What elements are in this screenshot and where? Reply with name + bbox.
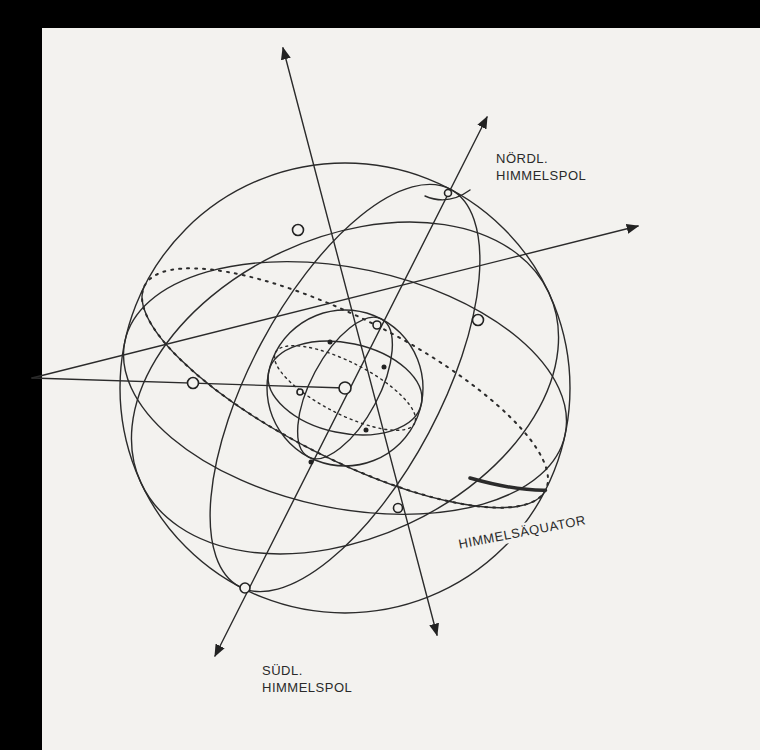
- inner-point: [382, 365, 387, 370]
- great-circle: [78, 157, 613, 619]
- intersection-point: [473, 315, 484, 326]
- inner-point: [364, 428, 369, 433]
- inner-circle: [259, 328, 430, 448]
- intersection-point: [394, 504, 403, 513]
- equator-back: [113, 223, 578, 552]
- axis: [32, 226, 638, 378]
- intersection-point: [297, 389, 303, 395]
- pole-arc: [425, 190, 470, 200]
- axis-label: SÜDL. HIMMELSPOL: [262, 662, 362, 696]
- axis: [215, 117, 487, 656]
- axis: [32, 378, 345, 388]
- inner-circle: [278, 303, 411, 473]
- paper: [42, 28, 760, 750]
- center-point: [339, 382, 351, 394]
- intersection-point: [293, 225, 304, 236]
- intersection-point: [240, 583, 250, 593]
- north-pole-point: [445, 190, 452, 197]
- inner-sphere: [267, 310, 423, 466]
- intersection-point: [188, 378, 199, 389]
- inner-point: [309, 460, 314, 465]
- inner-point: [328, 340, 333, 345]
- inner-equator: [264, 329, 427, 446]
- great-circle: [155, 145, 534, 632]
- great-circle: [100, 224, 590, 552]
- intersection-point: [373, 321, 381, 329]
- axis: [283, 48, 437, 635]
- axis-label: NÖRDL. HIMMELSPOL: [496, 150, 596, 184]
